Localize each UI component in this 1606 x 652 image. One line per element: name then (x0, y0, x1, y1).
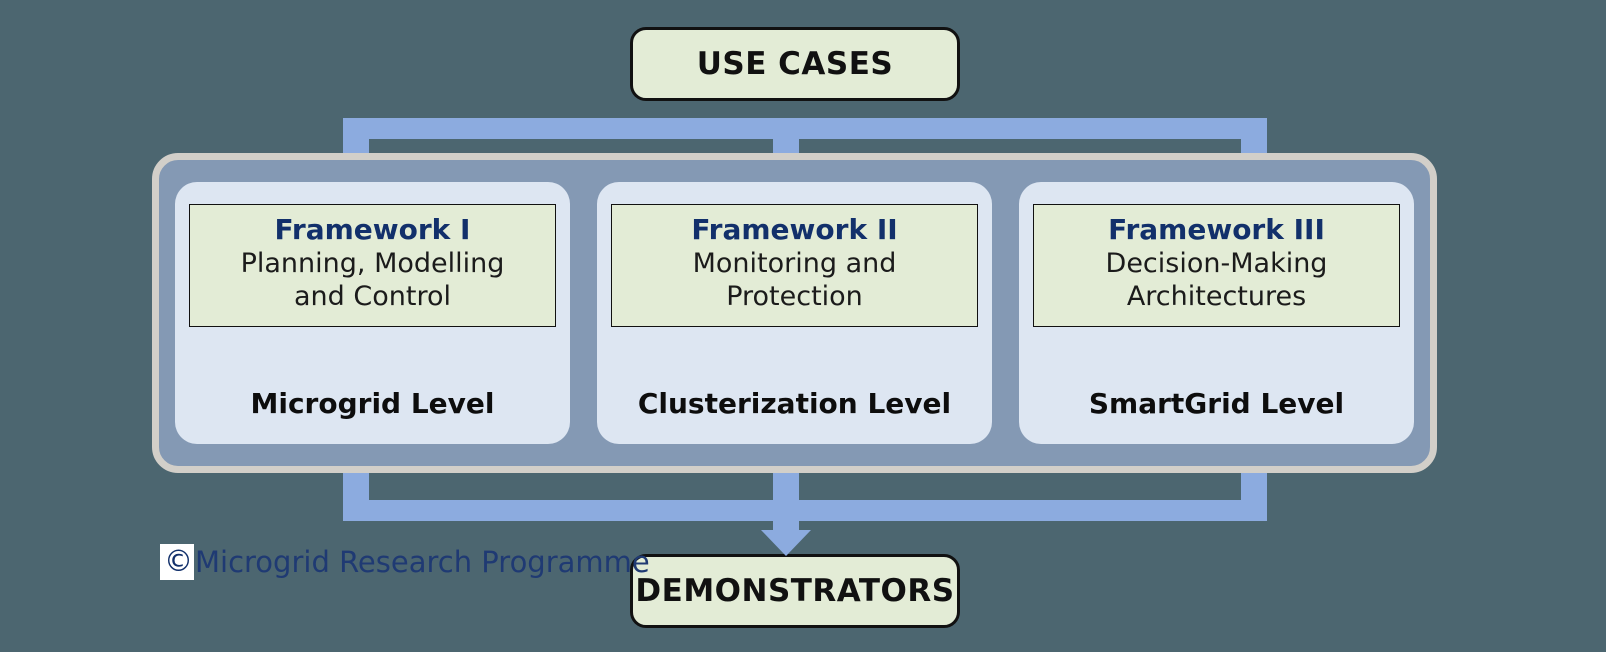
framework-box-3[interactable]: Framework III Decision-Making Architectu… (1033, 204, 1400, 328)
level-card-microgrid[interactable]: Framework I Planning, Modelling and Cont… (175, 182, 570, 444)
top-distribution-bar (343, 118, 1267, 139)
framework-2-description: Monitoring and Protection (692, 248, 897, 313)
credit-text: Microgrid Research Programme (195, 545, 650, 579)
framework-2-title: Framework II (691, 213, 898, 246)
level-3-name: SmartGrid Level (1088, 387, 1345, 420)
level-card-smartgrid[interactable]: Framework III Decision-Making Architectu… (1019, 182, 1414, 444)
framework-3-title: Framework III (1108, 213, 1325, 246)
use-cases-label: USE CASES (696, 46, 894, 82)
framework-1-title: Framework I (274, 213, 471, 246)
framework-box-1[interactable]: Framework I Planning, Modelling and Cont… (189, 204, 556, 328)
framework-1-description: Planning, Modelling and Control (240, 248, 505, 313)
connector-stem-to-demonstrators (773, 465, 799, 538)
level-1-name: Microgrid Level (250, 387, 495, 420)
demonstrators-node[interactable]: DEMONSTRATORS (630, 554, 960, 628)
framework-box-2[interactable]: Framework II Monitoring and Protection (611, 204, 978, 328)
use-cases-node[interactable]: USE CASES (630, 27, 960, 101)
arrowhead-to-demonstrators (761, 530, 811, 556)
framework-3-description: Decision-Making Architectures (1105, 248, 1328, 313)
copyright-icon: © (160, 544, 194, 580)
credit-line: © Microgrid Research Programme (160, 544, 650, 580)
bottom-collection-bar (343, 500, 1267, 521)
demonstrators-label: DEMONSTRATORS (635, 573, 955, 609)
frameworks-container: Framework I Planning, Modelling and Cont… (152, 153, 1437, 473)
level-2-name: Clusterization Level (637, 387, 952, 420)
level-card-clusterization[interactable]: Framework II Monitoring and Protection C… (597, 182, 992, 444)
